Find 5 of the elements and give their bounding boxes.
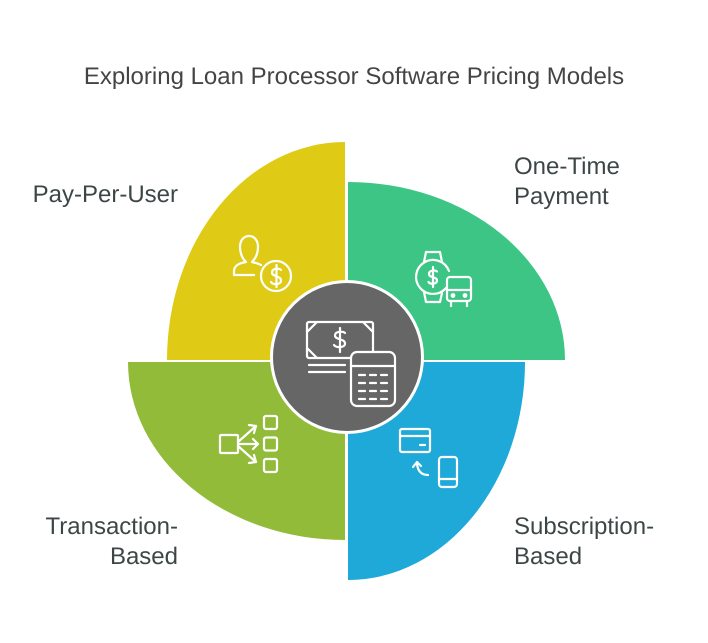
segment-heading: One-Time Payment xyxy=(514,152,621,212)
segment-heading: Subscription-Based xyxy=(514,512,656,572)
segment-heading: Transaction-Based xyxy=(44,512,178,572)
diagram-title: Exploring Loan Processor Software Pricing Models xyxy=(84,63,624,90)
segment-heading: Pay-Per-User xyxy=(32,180,178,210)
